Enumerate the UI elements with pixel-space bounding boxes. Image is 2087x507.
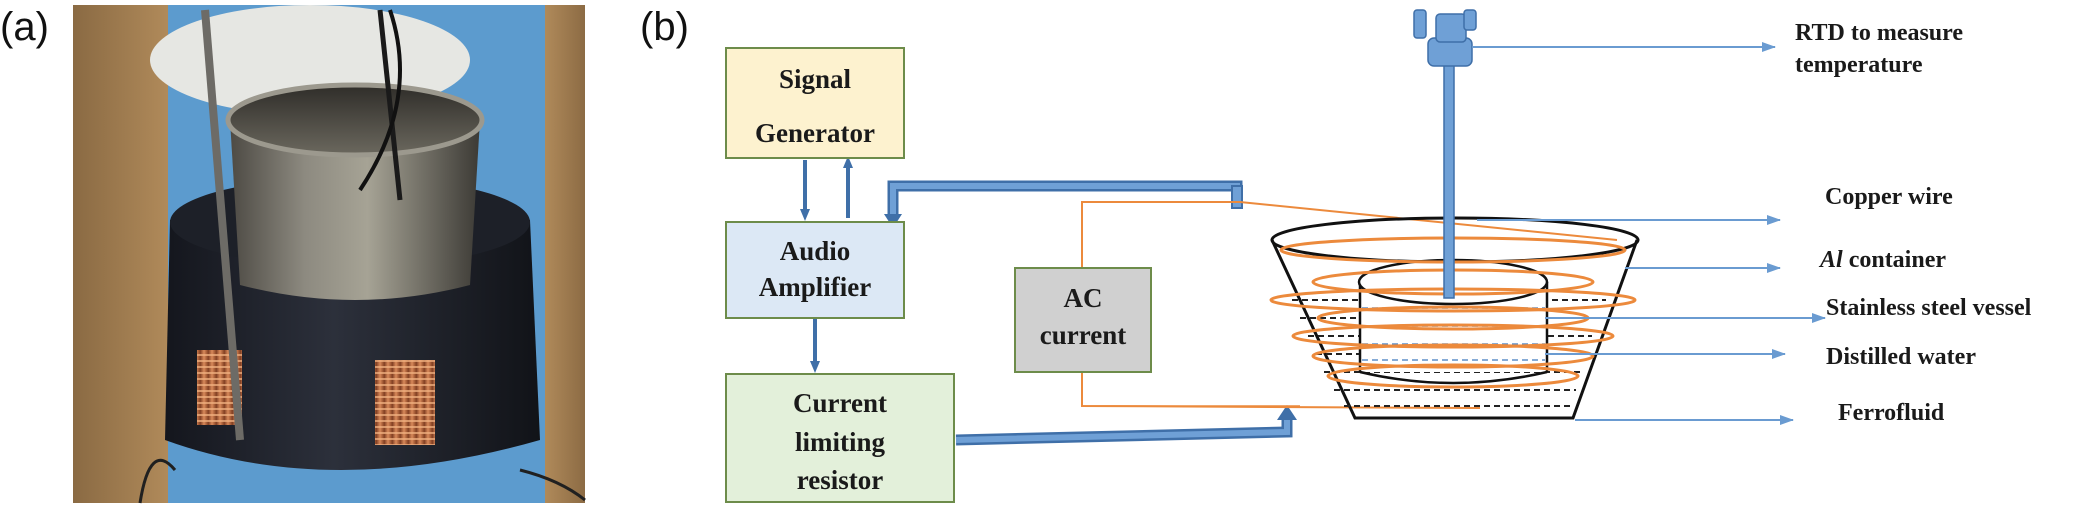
copper-coil-right xyxy=(375,360,435,445)
ferrofluid-label: Ferrofluid xyxy=(1838,400,1945,426)
experimental-setup-photo xyxy=(73,5,586,504)
al-symbol: Al xyxy=(1818,247,1843,273)
rtd-label-line1: RTD to measure xyxy=(1795,20,1963,46)
al-container-label: Al container xyxy=(1818,247,1946,273)
panel-b-label: (b) xyxy=(640,5,689,49)
audio-amplifier-line2: Amplifier xyxy=(759,272,871,302)
signal-generator-block: Signal Generator xyxy=(725,47,905,159)
al-container-text: container xyxy=(1843,247,1947,273)
ac-current-line1: AC xyxy=(1064,283,1103,313)
copper-wire-label: Copper wire xyxy=(1825,184,1953,210)
amplifier-feed-line xyxy=(884,180,1243,228)
stainless-steel-vessel-label: Stainless steel vessel xyxy=(1826,295,2032,321)
leader-arrows xyxy=(1472,42,1826,425)
resistor-output-line xyxy=(955,405,1297,446)
ac-current-wires xyxy=(1081,201,1618,409)
current-limiting-resistor-block: Current limiting resistor xyxy=(725,373,955,503)
ac-current-block: AC current xyxy=(1014,267,1152,373)
resistor-line3: resistor xyxy=(797,465,883,495)
rtd-label-line2: temperature xyxy=(1795,52,1923,78)
ac-current-line2: current xyxy=(1040,320,1126,350)
audio-amplifier-block: Audio Amplifier xyxy=(725,221,905,319)
signal-generator-line1: Signal xyxy=(779,64,852,94)
block-connectors xyxy=(800,156,853,373)
audio-amplifier-line1: Audio xyxy=(780,236,851,266)
al-container xyxy=(1270,239,1639,420)
rtd-probe xyxy=(1413,9,1477,299)
heater-apparatus xyxy=(1269,9,1640,420)
signal-generator-line2: Generator xyxy=(755,118,875,148)
resistor-line2: limiting xyxy=(795,427,886,457)
panel-a-label: (a) xyxy=(0,5,49,49)
distilled-water-label: Distilled water xyxy=(1826,344,1976,370)
resistor-line1: Current xyxy=(793,388,887,418)
